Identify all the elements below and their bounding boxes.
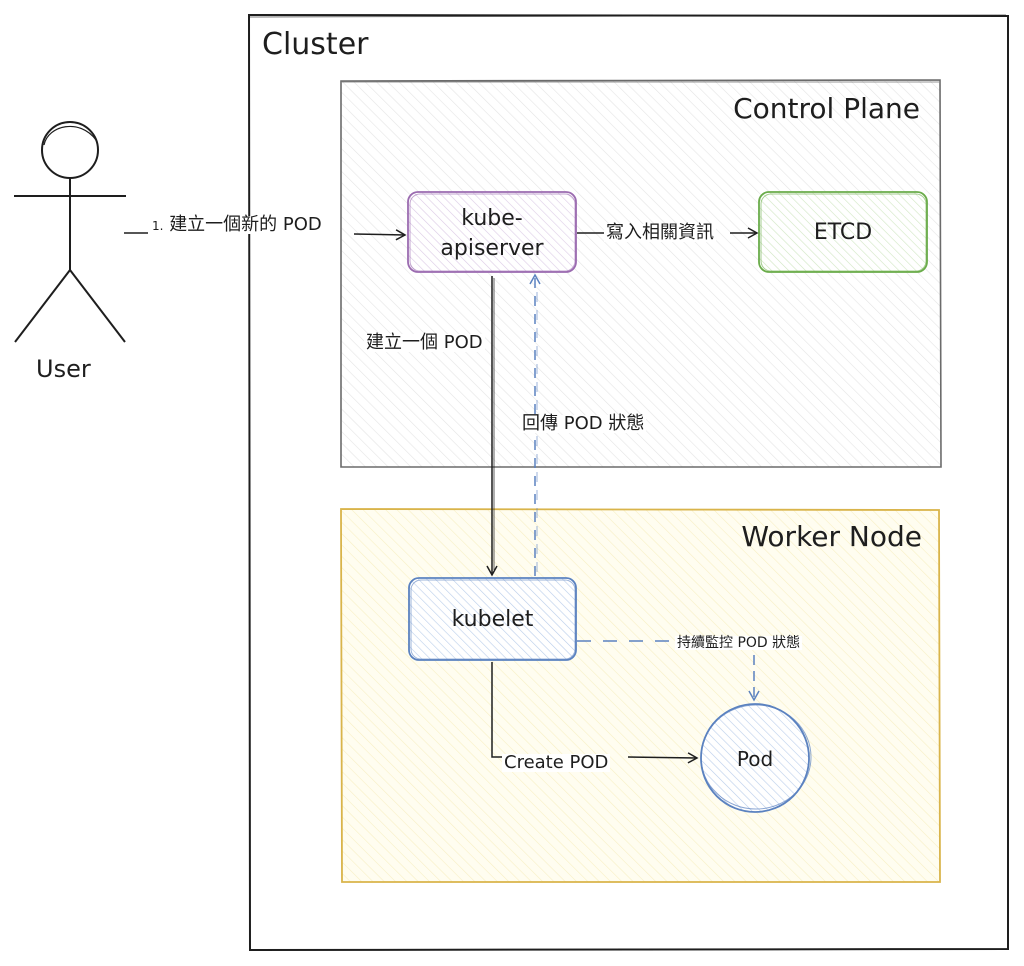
edge-label-apiserver-to-kubelet: 建立一個 POD: [364, 332, 485, 353]
pod-label: Pod: [736, 747, 774, 771]
kubelet-node[interactable]: [408, 577, 577, 661]
edge-kubelet-monitor-pod: [577, 640, 760, 702]
etcd-label: ETCD: [813, 220, 873, 245]
edge-kubelet-create-pod: [491, 662, 699, 764]
edge-label-user-to-apiserver: 1. 建立一個新的 POD: [150, 216, 324, 234]
control-plane-container: [340, 79, 942, 468]
worker-node-title: Worker Node: [741, 520, 922, 553]
apiserver-label-line2: apiserver: [440, 236, 544, 261]
user-stick-figure-icon: [14, 121, 126, 343]
edge-label-kubelet-create-pod: Create POD: [502, 752, 611, 773]
edge-step-number: 1.: [152, 219, 164, 233]
control-plane-title: Control Plane: [733, 92, 920, 125]
edge-label-kubelet-monitor-pod: 持續監控 POD 狀態: [675, 635, 803, 651]
apiserver-label-line1: kube-: [461, 206, 523, 231]
edge-label-kubelet-to-apiserver: 回傳 POD 狀態: [520, 413, 647, 434]
worker-node-container: [340, 508, 941, 883]
edge-apiserver-to-kubelet: [486, 276, 498, 577]
kubelet-label: kubelet: [451, 607, 534, 632]
kube-apiserver-node[interactable]: [407, 191, 577, 273]
edge-user-to-apiserver: [124, 229, 407, 241]
user-label: User: [36, 355, 91, 383]
edge-label-text: 建立一個新的 POD: [169, 214, 322, 235]
apiserver-label: kube- apiserver: [408, 204, 576, 264]
edge-label-apiserver-to-etcd: 寫入相關資訊: [604, 222, 716, 243]
pod-node[interactable]: [700, 703, 812, 813]
cluster-container: [247, 13, 1009, 952]
cluster-title: Cluster: [262, 27, 369, 62]
etcd-node[interactable]: [758, 191, 928, 273]
